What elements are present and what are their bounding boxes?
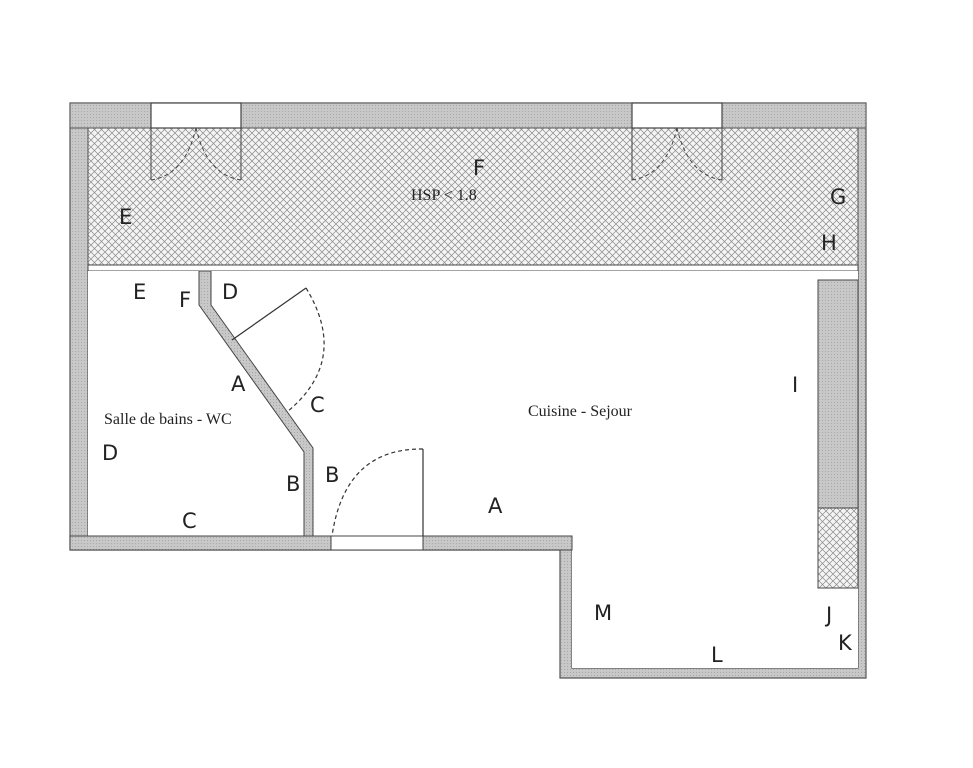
wall-label-j: J <box>824 603 832 627</box>
wall-label-a: A <box>488 494 503 518</box>
wall-label-b: B <box>325 463 339 487</box>
entrance-door-swing <box>331 448 424 537</box>
kitchen-wall-block <box>817 279 859 509</box>
wall-label-h: H <box>821 231 837 255</box>
kitchen-hatched-block <box>817 507 859 589</box>
wall-label-c: C <box>182 509 197 533</box>
bathroom-door-leaf <box>231 287 307 341</box>
attic-floor-line <box>87 264 859 272</box>
entrance-door-opening <box>330 535 424 551</box>
wall-label-e: E <box>119 205 132 229</box>
wall-label-d: D <box>102 441 118 465</box>
wall-label-b: B <box>286 472 300 496</box>
bathroom-name: Salle de bains - WC <box>104 411 232 428</box>
wall-label-k: K <box>838 631 853 655</box>
attic-height-note: HSP < 1.8 <box>411 187 477 204</box>
wall-label-a: A <box>231 372 246 396</box>
attic-area <box>87 127 859 266</box>
window <box>631 102 723 129</box>
window-swing <box>150 127 197 181</box>
room-floor <box>88 271 858 668</box>
bathroom-door-swing <box>286 287 325 413</box>
wall-label-f: F <box>179 288 191 312</box>
wall-label-i: I <box>792 373 798 397</box>
wall-label-m: M <box>594 601 612 625</box>
wall-label-g: G <box>830 185 846 209</box>
wall-label-l: L <box>711 643 723 667</box>
window-swing <box>631 127 678 181</box>
wall-label-d: D <box>222 280 238 304</box>
wall-label-c: C <box>310 393 325 417</box>
bottom-wall <box>69 535 573 551</box>
wall-label-e: E <box>133 280 146 304</box>
living-room-name: Cuisine - Sejour <box>528 403 633 420</box>
window-swing <box>195 127 242 181</box>
window <box>150 102 242 129</box>
window-swing <box>676 127 723 181</box>
wall-label-f: F <box>473 156 485 180</box>
